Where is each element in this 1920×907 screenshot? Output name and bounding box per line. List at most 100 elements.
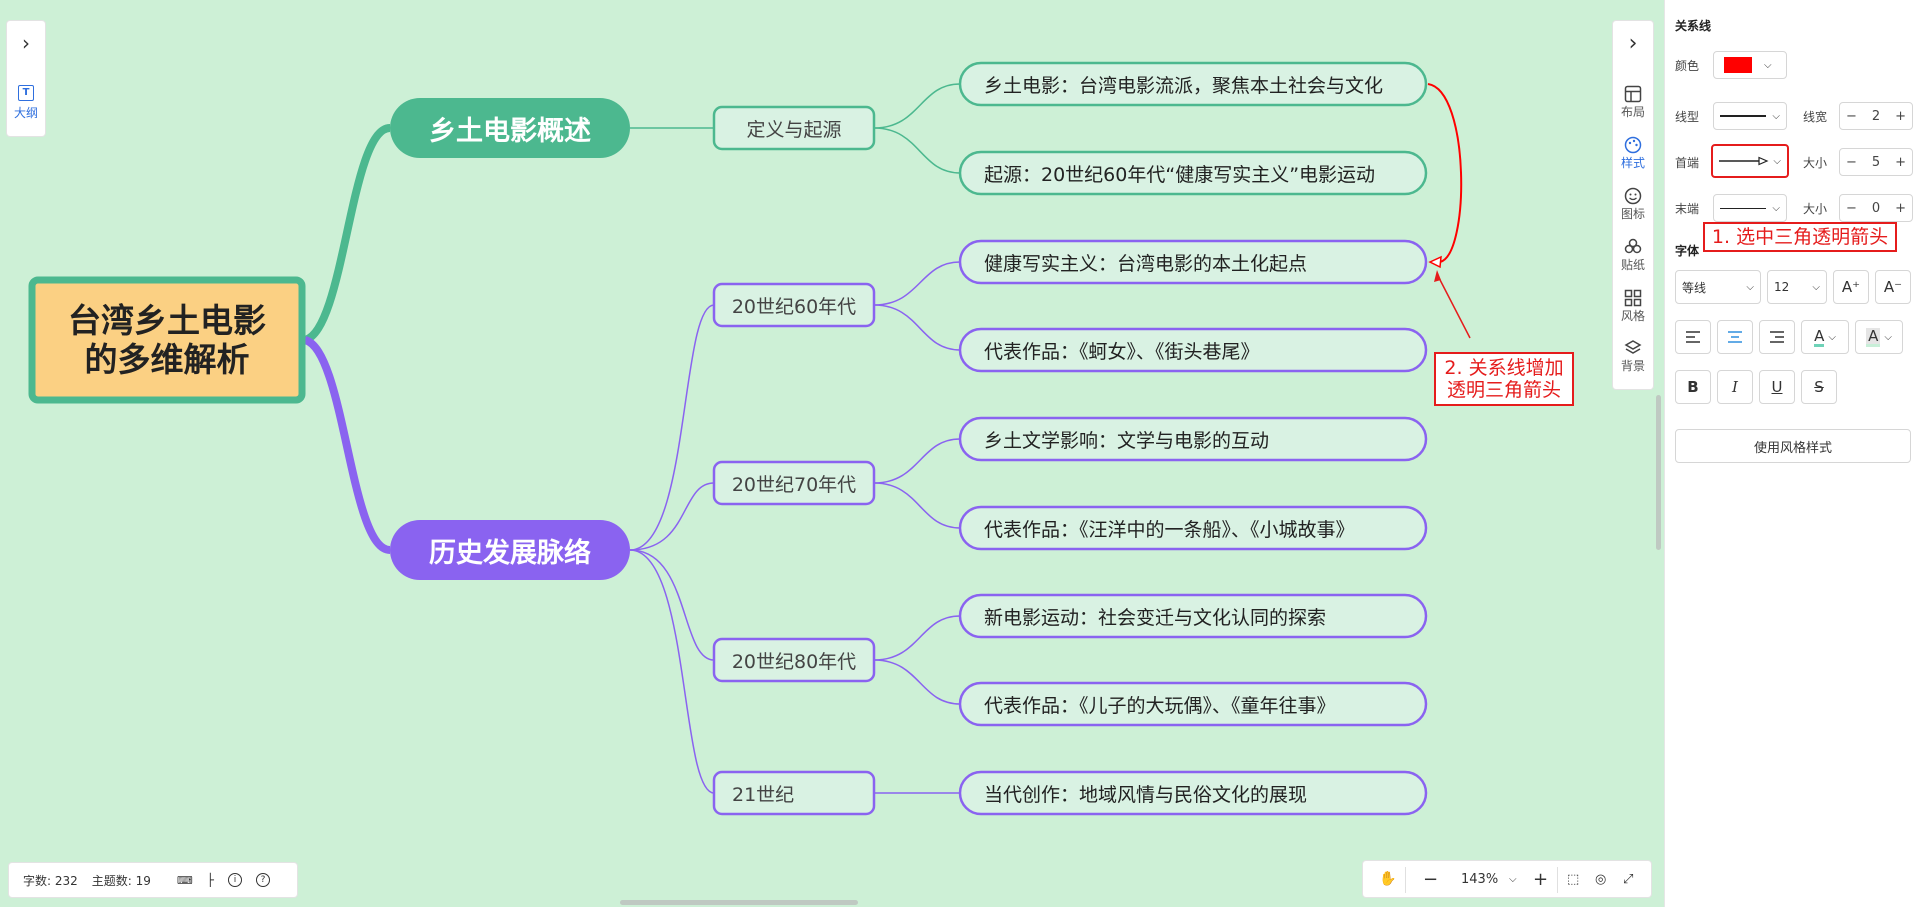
sub-node[interactable]: 20世纪70年代	[731, 473, 857, 496]
leaf-node[interactable]: 代表作品：《蚵女》、《街头巷尾》	[984, 340, 1260, 363]
end-arrow-select[interactable]: ⌵	[1713, 194, 1787, 222]
connector	[629, 482, 715, 551]
keyboard-icon[interactable]: ⌨	[176, 873, 193, 887]
expand-left-chevron-icon[interactable]: ›	[22, 31, 30, 55]
tool-style[interactable]: 样式	[1613, 136, 1653, 171]
increase-font-button[interactable]: A⁺	[1833, 270, 1869, 304]
tool-background[interactable]: 背景	[1613, 339, 1653, 374]
line-type-select[interactable]: ⌵	[1713, 102, 1787, 130]
left-toolbar: › T 大纲	[6, 20, 46, 137]
decrease-font-button[interactable]: A⁻	[1875, 270, 1911, 304]
chevron-down-icon: ⌵	[1746, 281, 1754, 293]
fit-screen-icon[interactable]: ⬚	[1567, 871, 1580, 887]
apply-theme-style-button[interactable]: 使用风格样式	[1675, 429, 1911, 463]
start-arrow-select[interactable]: ⌵	[1711, 144, 1789, 178]
sub-node[interactable]: 定义与起源	[746, 118, 842, 141]
strikethrough-button[interactable]: S	[1801, 370, 1837, 404]
minus-icon[interactable]: −	[1846, 108, 1857, 124]
end-size-value[interactable]: 0	[1871, 200, 1881, 216]
bold-button[interactable]: B	[1675, 370, 1711, 404]
align-right-button[interactable]	[1759, 320, 1795, 354]
tool-theme[interactable]: 风格	[1613, 289, 1653, 324]
zoom-in-icon[interactable]: +	[1533, 868, 1549, 890]
leaf-node[interactable]: 乡土电影：台湾电影流派，聚焦本土社会与文化	[984, 74, 1384, 97]
emoji-icon	[1624, 187, 1642, 205]
leaf-node-shape[interactable]	[958, 239, 1428, 285]
sub-node-shape[interactable]	[712, 105, 876, 151]
tool-icon[interactable]: 图标	[1613, 187, 1653, 222]
leaf-node-shape[interactable]	[958, 416, 1428, 462]
info-icon[interactable]: i	[228, 873, 243, 887]
tool-sticker[interactable]: 贴纸	[1613, 238, 1653, 273]
vertical-scrollbar[interactable]	[1656, 395, 1661, 550]
chevron-down-icon: ⌵	[1812, 281, 1820, 293]
branch2-node-shape[interactable]	[390, 520, 630, 580]
italic-button[interactable]: I	[1717, 370, 1753, 404]
plus-icon[interactable]: +	[1895, 108, 1906, 124]
font-color-button[interactable]: A ⌵	[1801, 320, 1849, 354]
sub-node[interactable]: 20世纪60年代	[731, 295, 857, 318]
root-node[interactable]: 台湾乡土电影的多维解析	[32, 280, 302, 400]
align-center-button[interactable]	[1717, 320, 1753, 354]
leaf-node[interactable]: 起源：20世纪60年代“健康写实主义”电影运动	[984, 163, 1376, 186]
leaf-node[interactable]: 新电影运动：社会变迁与文化认同的探索	[984, 606, 1327, 629]
relation-line[interactable]	[1427, 83, 1463, 263]
start-size-stepper[interactable]: − 5 +	[1839, 148, 1913, 176]
zoom-out-icon[interactable]: −	[1423, 868, 1439, 890]
minus-icon[interactable]: −	[1846, 200, 1857, 216]
sub-node[interactable]: 21世纪	[732, 783, 795, 806]
font-family-select[interactable]: 等线 ⌵	[1675, 270, 1761, 304]
chevron-down-icon: ⌵	[1764, 59, 1772, 71]
branch1-node[interactable]: 乡土电影概述	[429, 115, 591, 147]
locate-center-icon[interactable]: ◎	[1595, 871, 1607, 887]
plus-icon[interactable]: +	[1895, 200, 1906, 216]
align-left-button[interactable]	[1675, 320, 1711, 354]
zoom-level[interactable]: 143%	[1461, 871, 1499, 887]
sub-node-shape[interactable]	[712, 637, 876, 683]
line-width-value[interactable]: 2	[1871, 108, 1881, 124]
leaf-node-shape[interactable]	[958, 61, 1428, 107]
branch1-node-shape[interactable]	[390, 98, 630, 158]
mindmap-canvas[interactable]	[0, 0, 1664, 907]
plus-icon[interactable]: +	[1895, 154, 1906, 170]
highlight-color-button[interactable]: A ⌵	[1855, 320, 1903, 354]
outline-button[interactable]: T 大纲	[7, 85, 45, 121]
start-size-value[interactable]: 5	[1871, 154, 1881, 170]
leaf-node-shape[interactable]	[958, 593, 1428, 639]
underline-button[interactable]: U	[1759, 370, 1795, 404]
leaf-node[interactable]: 乡土文学影响：文学与电影的互动	[984, 429, 1270, 452]
structure-icon[interactable]: ├	[206, 873, 215, 887]
branch2-node[interactable]: 历史发展脉络	[429, 537, 591, 569]
sub-node-shape[interactable]	[712, 460, 876, 506]
sub-node-shape[interactable]	[712, 282, 876, 328]
tool-layout[interactable]: 布局	[1613, 85, 1653, 120]
help-icon[interactable]: ?	[256, 873, 271, 887]
collapse-panel-chevron-icon[interactable]: ›	[1628, 31, 1638, 56]
sub-node[interactable]: 20世纪80年代	[731, 650, 857, 673]
font-color-glyph: A	[1814, 326, 1825, 347]
horizontal-scrollbar[interactable]	[620, 900, 858, 905]
leaf-node[interactable]: 当代创作：地域风情与民俗文化的展现	[984, 783, 1308, 806]
leaf-node-shape[interactable]	[958, 770, 1428, 816]
end-size-stepper[interactable]: − 0 +	[1839, 194, 1913, 222]
annotation-note-2-line1: 2. 关系线增加	[1444, 357, 1564, 379]
status-bar: 字数: 232 主题数: 19 ⌨ ├ i ?	[8, 862, 298, 898]
line-width-stepper[interactable]: − 2 +	[1839, 102, 1913, 130]
triangle-arrow-line-icon	[1719, 156, 1769, 166]
minus-icon[interactable]: −	[1846, 154, 1857, 170]
root-node-shape[interactable]	[28, 276, 306, 404]
color-select[interactable]: ⌵	[1713, 51, 1787, 79]
chevron-down-icon: ⌵	[1884, 331, 1892, 343]
fullscreen-icon[interactable]: ⤢	[1623, 871, 1634, 887]
chevron-down-icon[interactable]: ⌵	[1509, 873, 1517, 885]
leaf-node-shape[interactable]	[958, 150, 1428, 196]
leaf-node-shape[interactable]	[958, 681, 1428, 727]
leaf-node[interactable]: 代表作品：《汪洋中的一条船》、《小城故事》	[984, 518, 1355, 541]
leaf-node[interactable]: 代表作品：《儿子的大玩偶》、《童年往事》	[984, 694, 1336, 717]
sub-node-shape[interactable]	[712, 770, 876, 816]
font-size-select[interactable]: 12 ⌵	[1767, 270, 1827, 304]
hand-pan-icon[interactable]: ✋	[1379, 871, 1397, 887]
leaf-node-shape[interactable]	[958, 505, 1428, 551]
leaf-node-shape[interactable]	[958, 327, 1428, 373]
leaf-node[interactable]: 健康写实主义：台湾电影的本土化起点	[984, 252, 1308, 275]
